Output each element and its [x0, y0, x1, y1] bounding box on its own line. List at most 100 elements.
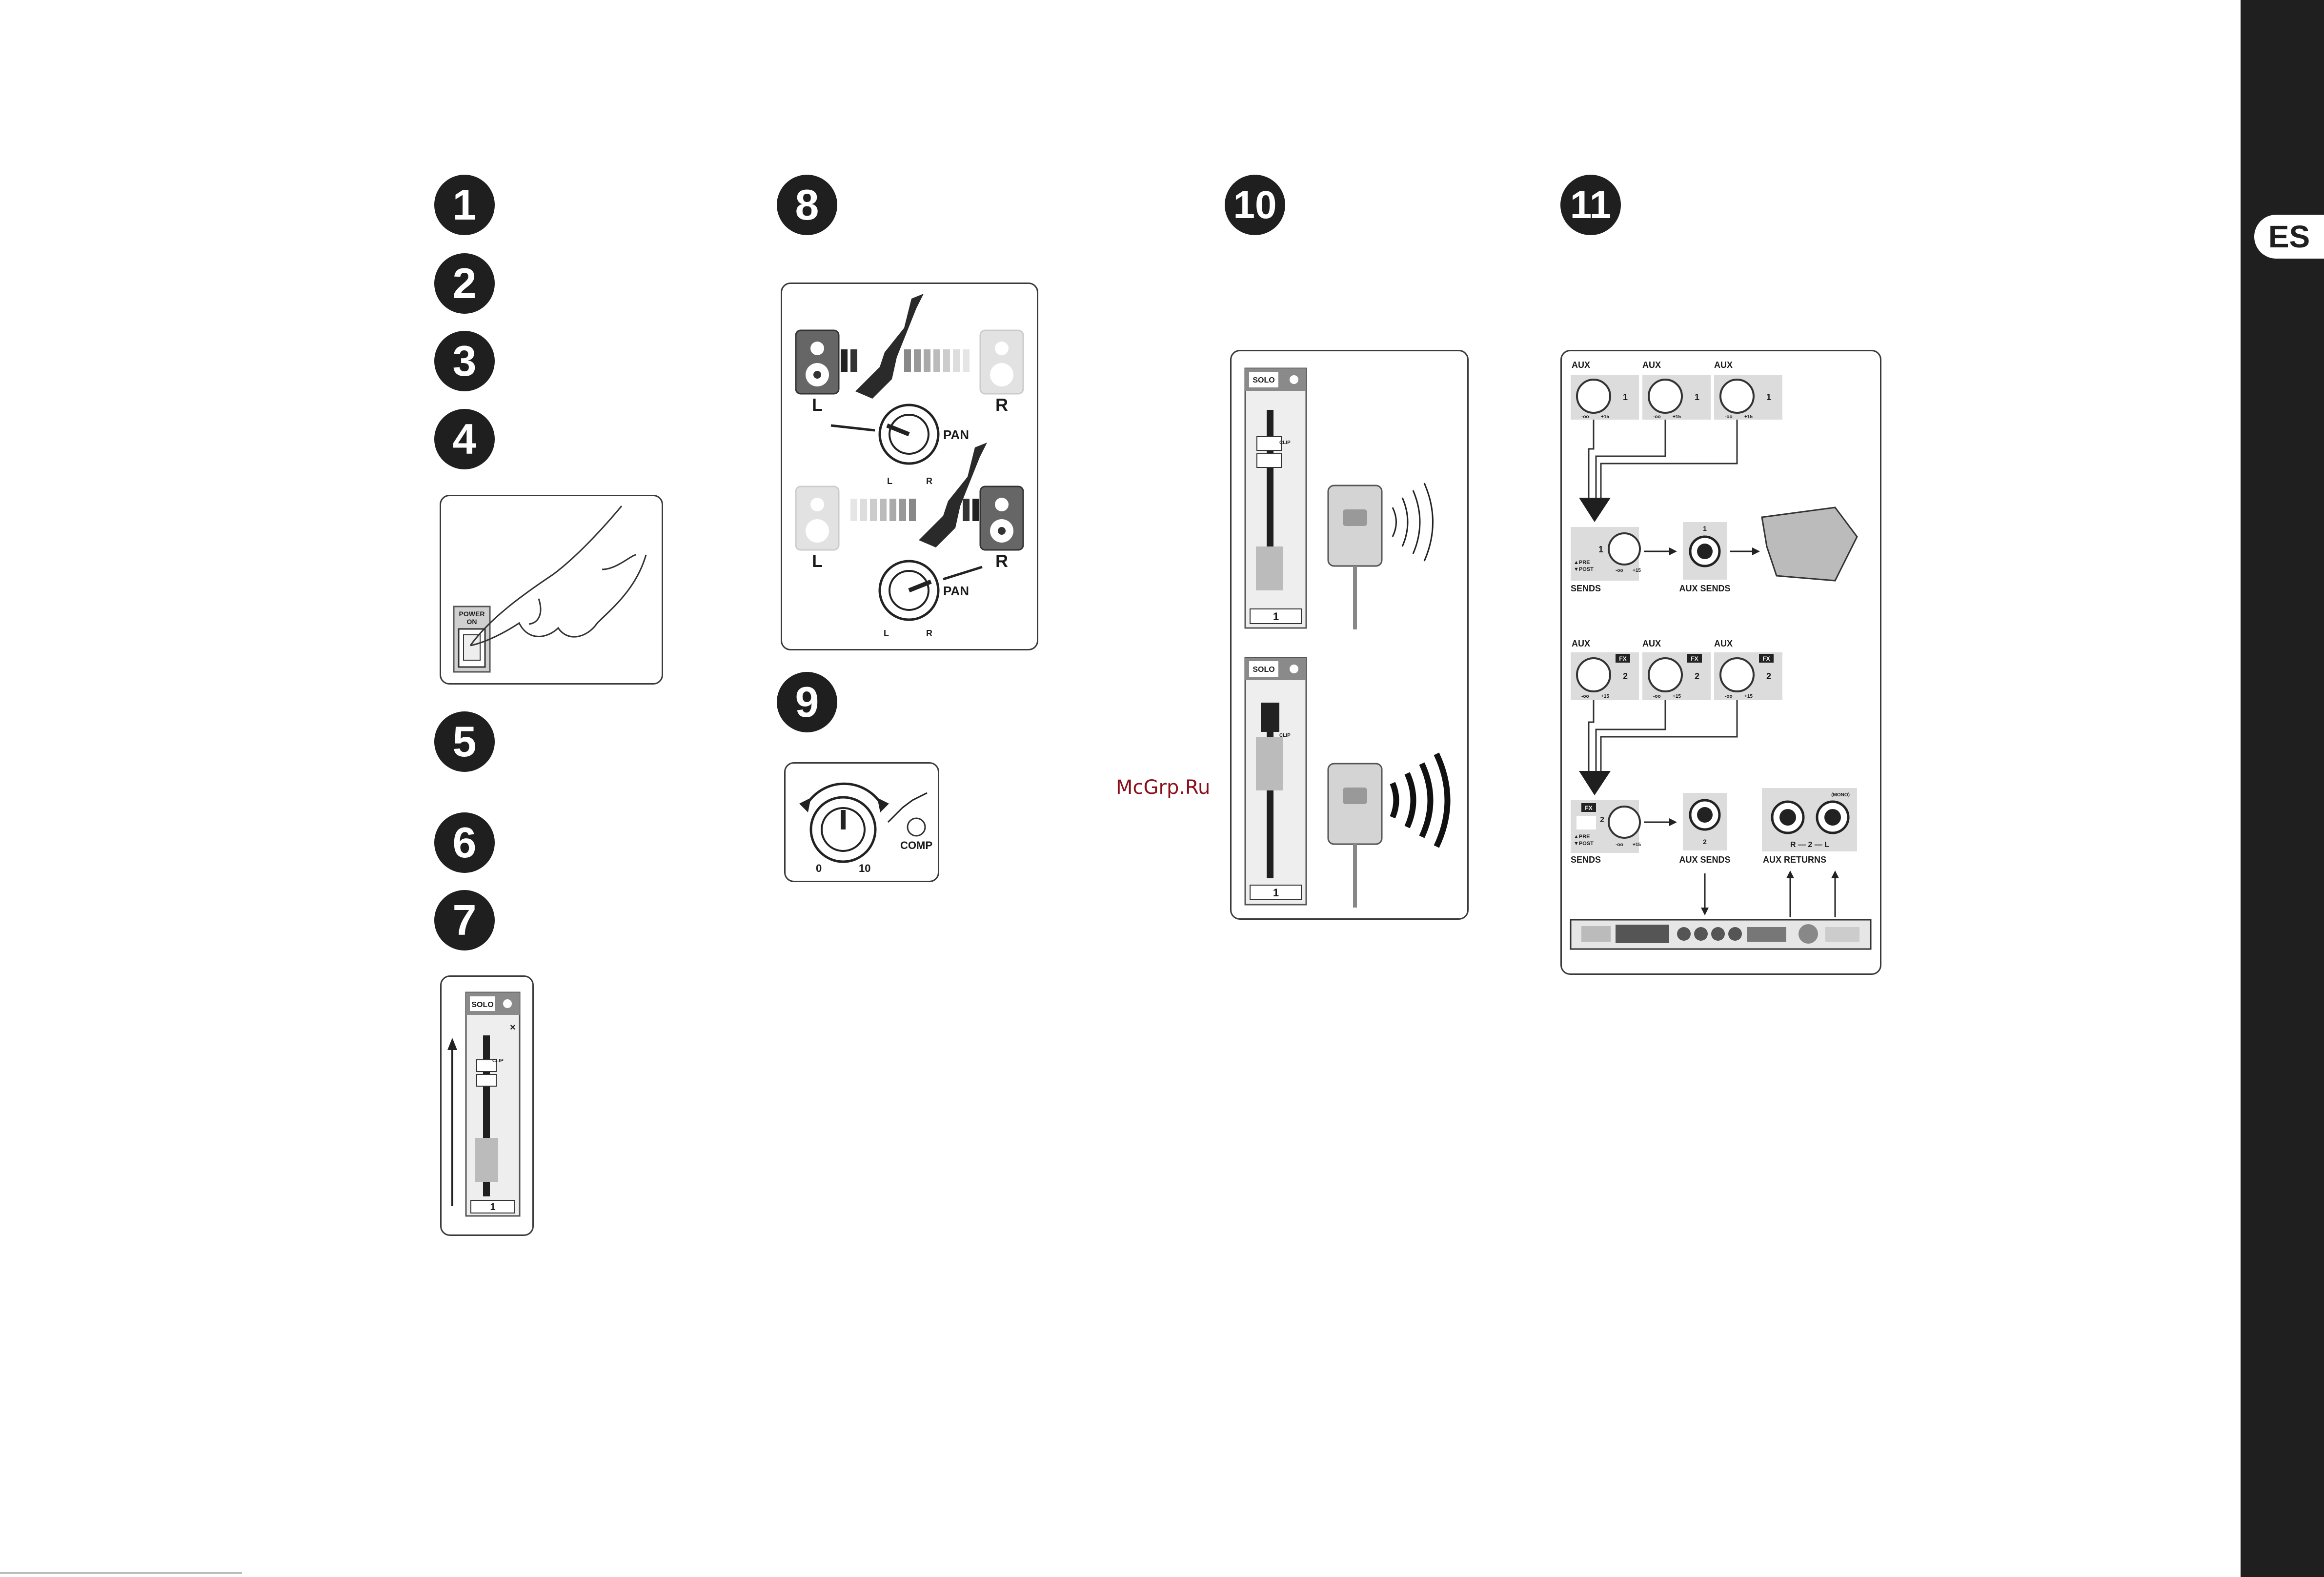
- knob-bottom-l: L: [884, 628, 889, 638]
- aux-panel: AUX AUX AUX 1 1 1 -oo +15 -oo +15 -oo +1…: [1560, 350, 1881, 975]
- aux2-knob-c[interactable]: [1719, 657, 1755, 692]
- channel-number: 1: [490, 1202, 495, 1213]
- arrow-down-icon: [1579, 498, 1611, 522]
- pan-panel: L R PAN L R L R: [781, 283, 1038, 650]
- comp-knob[interactable]: [809, 796, 877, 863]
- svg-text:+15: +15: [1601, 414, 1609, 420]
- fader-cap-top[interactable]: [1256, 436, 1282, 451]
- svg-text:(MONO): (MONO): [1831, 792, 1850, 798]
- arrow-right-icon: [830, 424, 875, 432]
- svg-text:1: 1: [1766, 392, 1771, 402]
- svg-text:FX: FX: [1691, 655, 1698, 662]
- svg-text:AUX: AUX: [1714, 639, 1733, 648]
- solo-button-top[interactable]: [1290, 375, 1298, 384]
- hand-pressing-power-illustration: POWER ON: [453, 505, 647, 673]
- comp-min-label: 0: [816, 862, 822, 874]
- guitar-icon-2: [919, 443, 987, 547]
- svg-text:FX: FX: [1619, 655, 1626, 662]
- svg-text:-oo: -oo: [1725, 414, 1733, 420]
- svg-text:CLIP: CLIP: [1279, 440, 1291, 445]
- aux2-knob-a[interactable]: [1576, 657, 1611, 692]
- svg-text:AUX: AUX: [1572, 639, 1590, 648]
- step-8-badge: 8: [777, 175, 837, 235]
- svg-text:AUX: AUX: [1642, 639, 1661, 648]
- footer-rule: [0, 1572, 242, 1574]
- svg-text:1: 1: [1598, 545, 1603, 554]
- channel-number-bottom: 1: [1273, 887, 1279, 899]
- solo-panel: SOLO CLIP 1 SOLO CLIP 1: [1230, 350, 1469, 920]
- step-1-badge: 1: [434, 175, 495, 235]
- watermark: McGrp.Ru: [1116, 776, 1211, 799]
- aux1-label-a: AUX: [1572, 360, 1590, 370]
- aux1-knob-c[interactable]: [1719, 379, 1755, 414]
- svg-text:-oo: -oo: [1653, 694, 1661, 699]
- arrow-ccw-icon: [799, 798, 811, 812]
- knob-top-r: R: [926, 476, 932, 486]
- pan-knob-bottom[interactable]: [878, 560, 940, 621]
- sends-label-2: SENDS: [1571, 855, 1601, 865]
- svg-text:▲PRE: ▲PRE: [1574, 834, 1590, 840]
- fader-cap[interactable]: [476, 1059, 497, 1072]
- comp-max-label: 10: [859, 862, 870, 874]
- arrow-right-icon-3: [1669, 818, 1677, 826]
- arrow-cw-icon: [877, 798, 889, 812]
- solo-illustration: SOLO CLIP 1 SOLO CLIP 1: [1244, 367, 1451, 908]
- pan-label-bottom: PAN: [943, 584, 969, 598]
- pan-label-top: PAN: [943, 427, 969, 442]
- signal-strong-icon: [1434, 752, 1451, 848]
- svg-text:-oo: -oo: [1581, 414, 1589, 420]
- comp-label: COMP: [900, 839, 932, 851]
- svg-text:-oo: -oo: [1725, 694, 1733, 699]
- arrow-left-icon: [943, 566, 983, 581]
- solo-button-bottom[interactable]: [1290, 665, 1298, 673]
- svg-text:2: 2: [1695, 671, 1699, 681]
- svg-text:+15: +15: [1633, 842, 1641, 848]
- svg-text:CLIP: CLIP: [1279, 733, 1291, 738]
- step-5-badge: 5: [434, 711, 495, 772]
- step-10-badge: 10: [1225, 175, 1285, 235]
- svg-text:▲PRE: ▲PRE: [1574, 560, 1590, 566]
- power-label-line1: POWER: [459, 610, 485, 618]
- knob-bottom-r: R: [926, 628, 932, 638]
- aux-routing-illustration: AUX AUX AUX 1 1 1 -oo +15 -oo +15 -oo +1…: [1570, 360, 1872, 950]
- aux1-knob-a[interactable]: [1576, 379, 1611, 414]
- speaker-right-label: R: [995, 395, 1008, 415]
- svg-text:▼POST: ▼POST: [1574, 566, 1594, 572]
- level-bars-top-icon: [841, 349, 970, 372]
- comp-led: [907, 817, 926, 837]
- knob-top-l: L: [887, 476, 892, 486]
- language-tab: ES: [2254, 215, 2324, 259]
- svg-text:FX: FX: [1585, 805, 1592, 811]
- comp-curve-icon: [887, 792, 928, 823]
- pan-knob-top[interactable]: [878, 404, 940, 465]
- fader-panel-step7: SOLO × CLIP × 1: [440, 975, 534, 1236]
- send2-knob[interactable]: [1608, 806, 1641, 839]
- arrow-up-icon: [447, 1038, 457, 1050]
- svg-text:+15: +15: [1673, 414, 1681, 420]
- guitar-icon: [855, 294, 924, 399]
- level-bars-bottom-icon: [850, 499, 979, 521]
- power-label-line2: ON: [467, 618, 477, 626]
- comp-illustration: 0 10 COMP: [799, 782, 932, 874]
- fader-cap-bottom[interactable]: [1261, 703, 1279, 732]
- svg-text:+15: +15: [1601, 694, 1609, 699]
- solo-label-bottom: SOLO: [1253, 666, 1274, 674]
- aux1-knob-b[interactable]: [1648, 379, 1683, 414]
- power-switch-panel: POWER ON: [440, 495, 663, 685]
- aux-returns-label: AUX RETURNS: [1763, 855, 1826, 865]
- aux1-label-b: AUX: [1642, 360, 1661, 370]
- svg-text:-oo: -oo: [1616, 568, 1623, 573]
- arrow-right-icon-1: [1669, 547, 1677, 555]
- solo-label: SOLO: [471, 1001, 493, 1009]
- svg-text:-oo: -oo: [1616, 842, 1623, 848]
- solo-button[interactable]: [503, 999, 512, 1008]
- aux2-knob-b[interactable]: [1648, 657, 1683, 692]
- aux-sends-label-1: AUX SENDS: [1679, 584, 1730, 593]
- step-2-badge: 2: [434, 253, 495, 314]
- pan-illustration: L R PAN L R L R: [795, 294, 1024, 638]
- step-11-badge: 11: [1560, 175, 1621, 235]
- speaker-left-label: L: [812, 395, 823, 415]
- send1-knob[interactable]: [1608, 532, 1641, 566]
- svg-text:+15: +15: [1673, 694, 1681, 699]
- speaker-left-label-2: L: [812, 551, 823, 571]
